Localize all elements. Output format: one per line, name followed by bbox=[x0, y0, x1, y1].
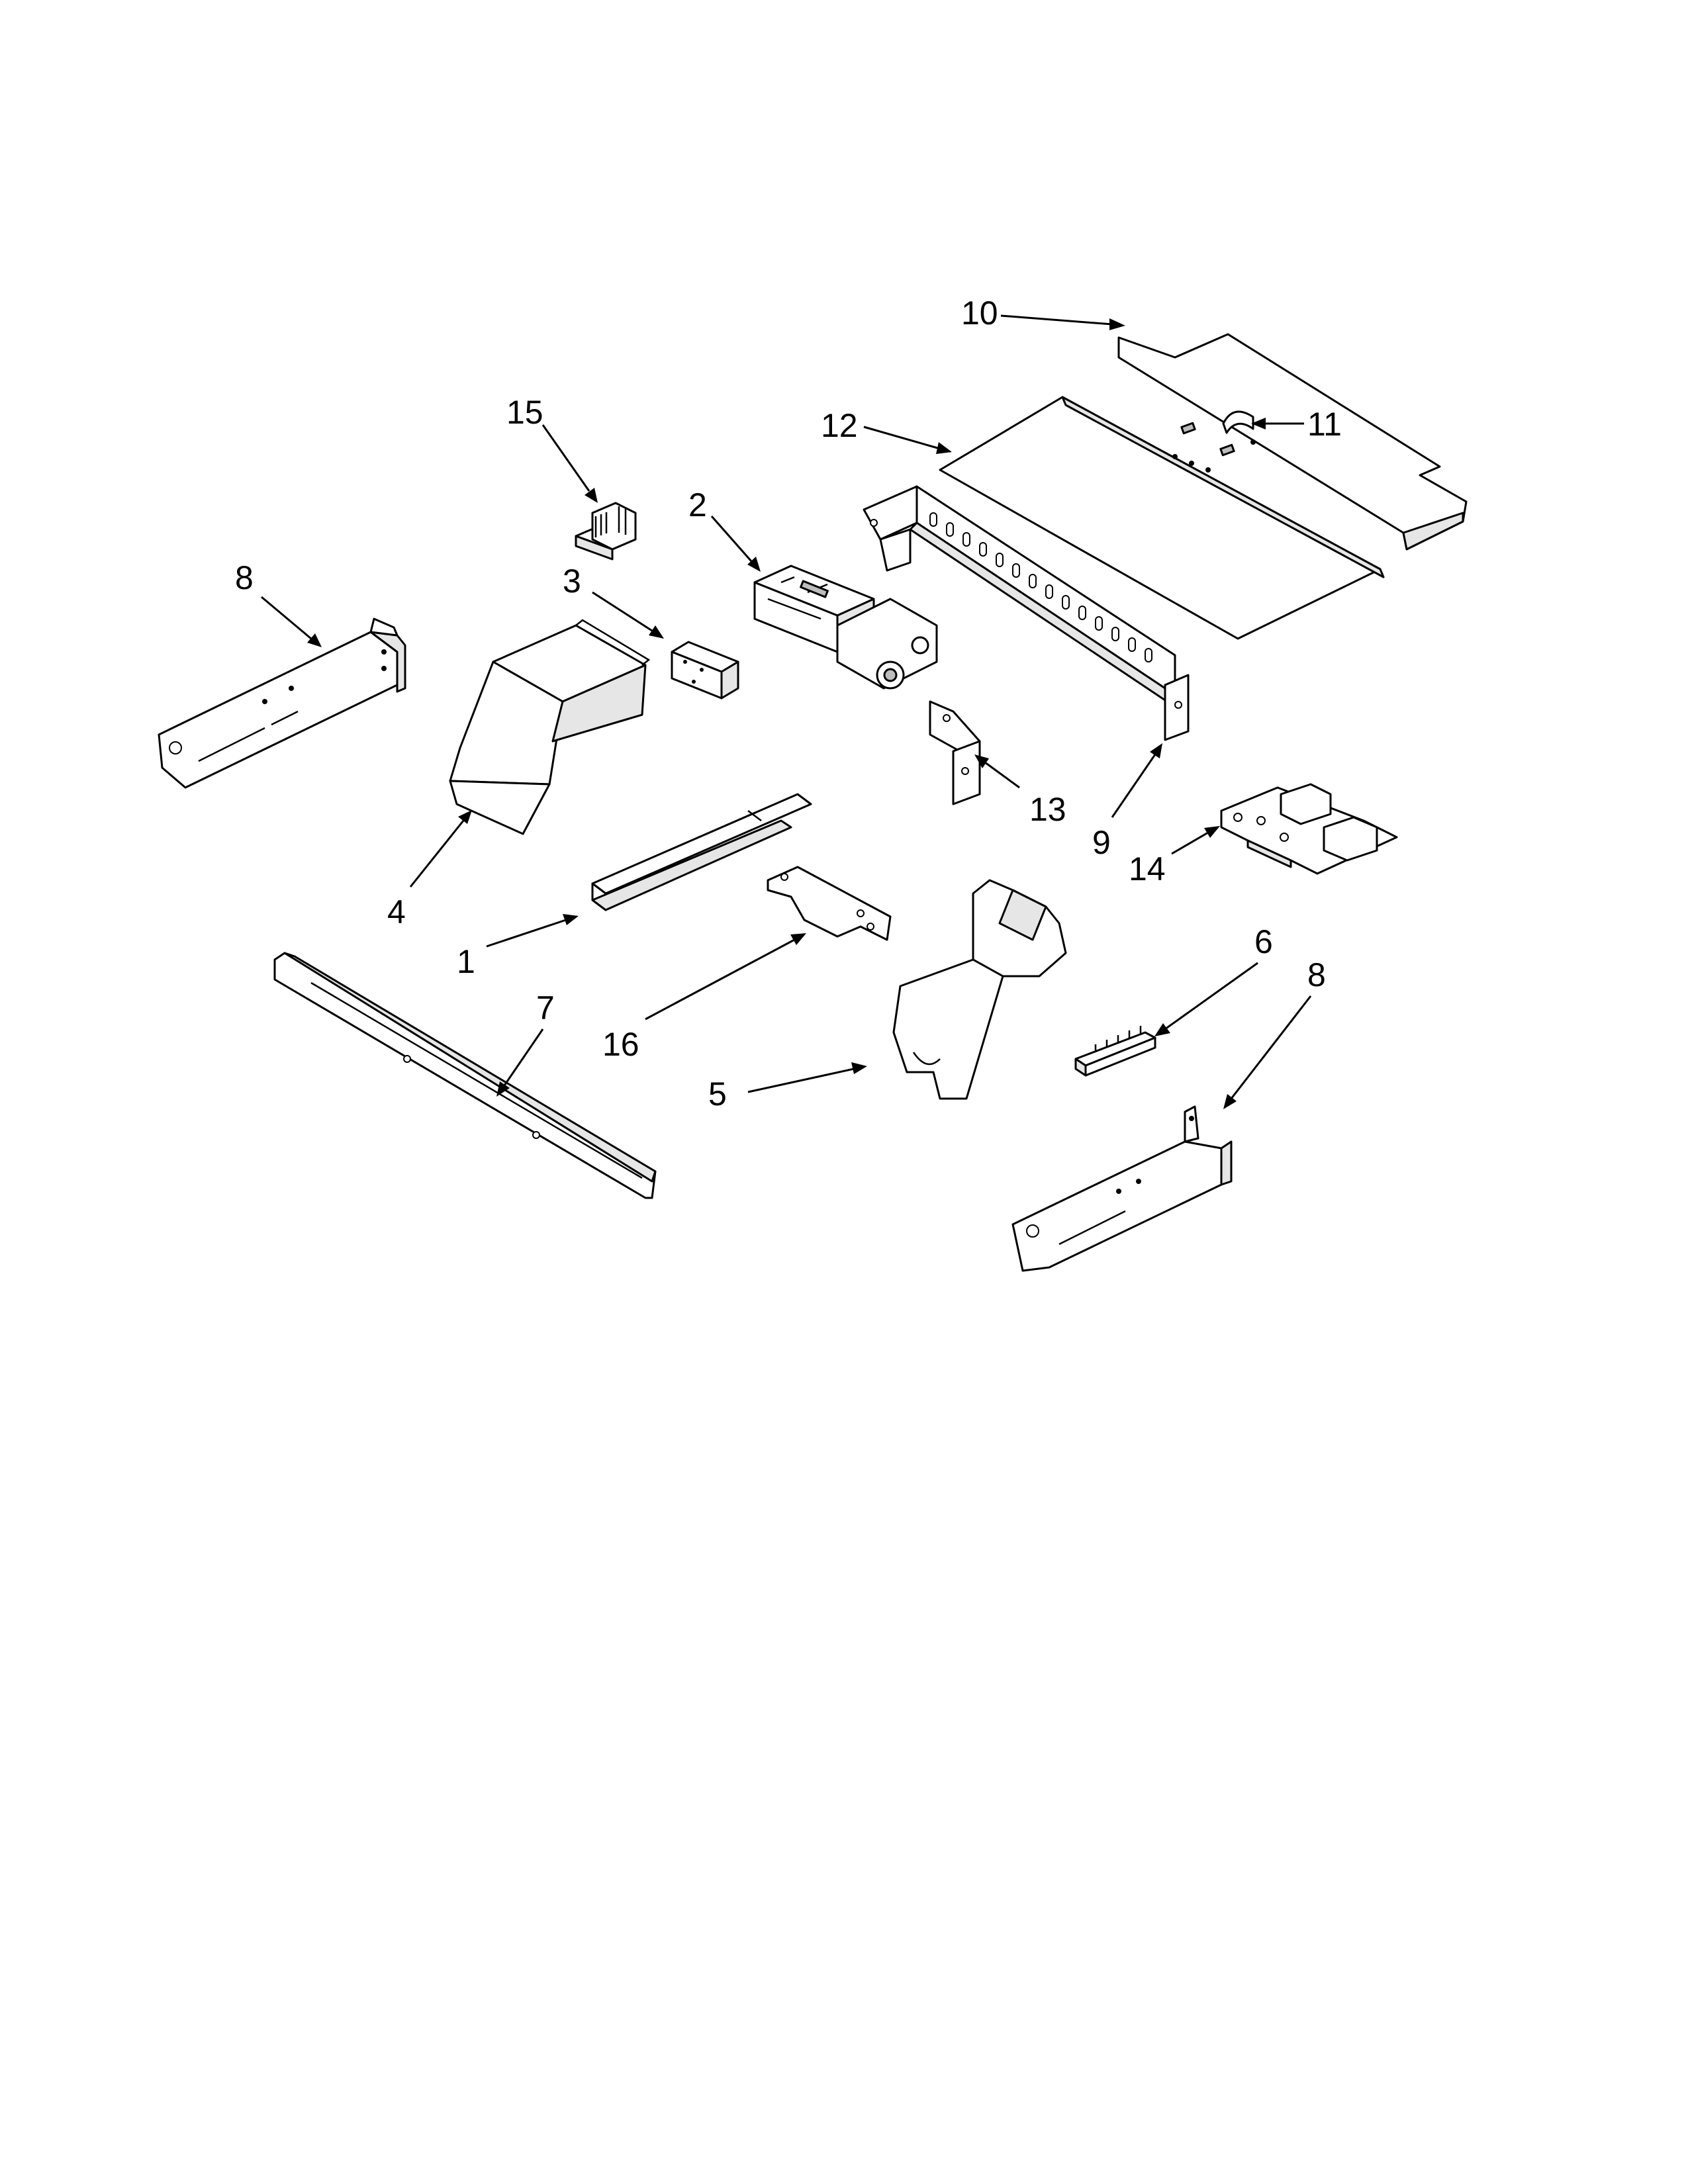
part-3-insulation-block bbox=[671, 641, 739, 700]
part-10-top-panel bbox=[1117, 333, 1468, 551]
part-5-deflector bbox=[892, 879, 1067, 1100]
part-7-long-rail bbox=[273, 952, 657, 1199]
vent-slots bbox=[929, 512, 1152, 662]
callout-6: 6 bbox=[1254, 923, 1273, 960]
callout-3: 3 bbox=[563, 563, 581, 600]
part-9-vented-channel bbox=[863, 485, 1190, 741]
callout-16: 16 bbox=[602, 1026, 639, 1063]
callout-11: 11 bbox=[1307, 406, 1342, 443]
part-16-mounting-plate bbox=[767, 866, 892, 941]
callout-8-right: 8 bbox=[1307, 956, 1326, 993]
callout-1: 1 bbox=[457, 943, 475, 980]
callout-14: 14 bbox=[1129, 850, 1166, 887]
callout-4: 4 bbox=[387, 893, 406, 931]
callout-13: 13 bbox=[1029, 791, 1066, 828]
callout-labels: 10 11 12 15 2 3 8 13 9 14 4 1 7 16 5 6 8 bbox=[235, 295, 1342, 1113]
callout-10: 10 bbox=[961, 295, 998, 332]
part-15-transformer bbox=[575, 502, 637, 561]
callout-12: 12 bbox=[821, 407, 858, 444]
callout-8-left: 8 bbox=[235, 559, 254, 596]
part-13-small-bracket bbox=[929, 700, 981, 805]
callout-15: 15 bbox=[506, 394, 543, 431]
part-2-latch-assembly bbox=[753, 565, 938, 690]
part-6-terminal-block bbox=[1074, 1026, 1156, 1077]
callout-9: 9 bbox=[1092, 824, 1111, 861]
callout-5: 5 bbox=[708, 1075, 727, 1113]
part-8-left-bracket bbox=[158, 617, 406, 789]
leader-lines bbox=[261, 314, 1312, 1109]
part-1-insulation-strip bbox=[591, 793, 812, 911]
part-11-clip bbox=[1180, 410, 1256, 457]
part-12-shield-plate bbox=[939, 396, 1385, 640]
part-4-duct bbox=[449, 619, 651, 835]
callout-2: 2 bbox=[688, 486, 707, 523]
callout-7: 7 bbox=[536, 989, 555, 1026]
part-8-right-bracket bbox=[1011, 1105, 1233, 1272]
part-14-terminal-board bbox=[1220, 783, 1398, 875]
